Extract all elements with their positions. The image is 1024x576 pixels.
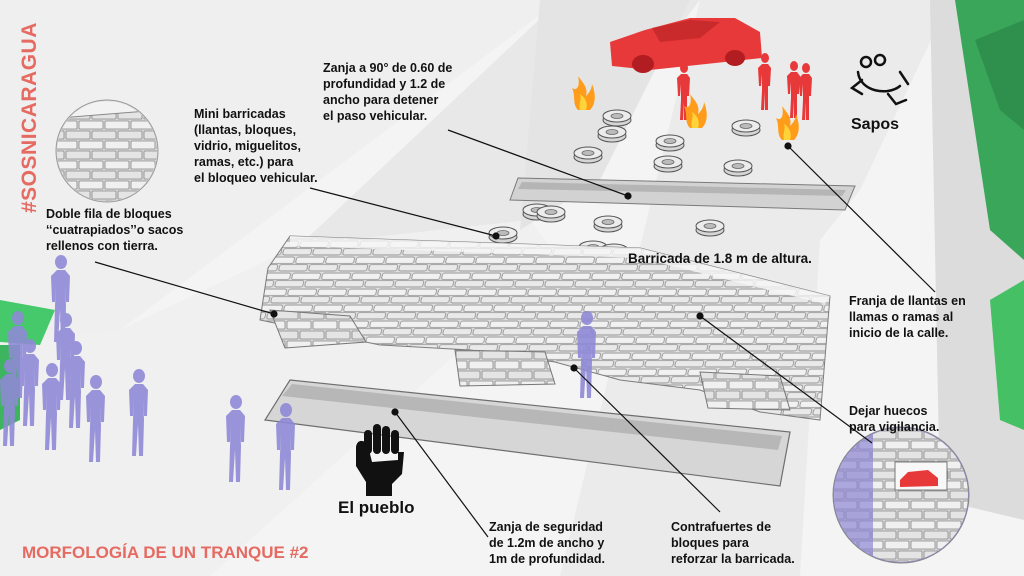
label-huecos: Dejar huecos para vigilancia.: [849, 404, 940, 434]
frog-icon: [849, 53, 910, 106]
label-el-pueblo: El pueblo: [338, 498, 415, 517]
label-zanja-90: Zanja a 90° de 0.60 de profundidad y 1.2…: [323, 61, 453, 123]
inset-blocks: [55, 99, 159, 203]
raised-fist-icon: [356, 424, 404, 496]
inset-peephole: [832, 426, 970, 564]
leader-lines: [94, 129, 936, 538]
label-barricada: Barricada de 1.8 m de altura.: [628, 251, 812, 266]
hashtag: #SOSNICARAGUA: [18, 22, 41, 213]
label-franja: Franja de llantas en llamas o ramas al i…: [849, 294, 966, 340]
pickup-truck-icon: [610, 18, 762, 73]
barricade: [259, 235, 831, 421]
label-doble-fila: Doble fila de bloques ‘‘cuatrapiados’’o …: [46, 207, 184, 253]
page-title: MORFOLOGÍA DE UN TRANQUE #2: [22, 543, 309, 562]
label-sapos: Sapos: [851, 116, 900, 133]
label-mini-barricadas: Mini barricadas (llantas, bloques, vidri…: [194, 107, 318, 185]
label-contrafuertes: Contrafuertes de bloques para reforzar l…: [671, 520, 795, 566]
label-zanja-seguridad: Zanja de seguridad de 1.2m de ancho y 1m…: [489, 520, 605, 566]
